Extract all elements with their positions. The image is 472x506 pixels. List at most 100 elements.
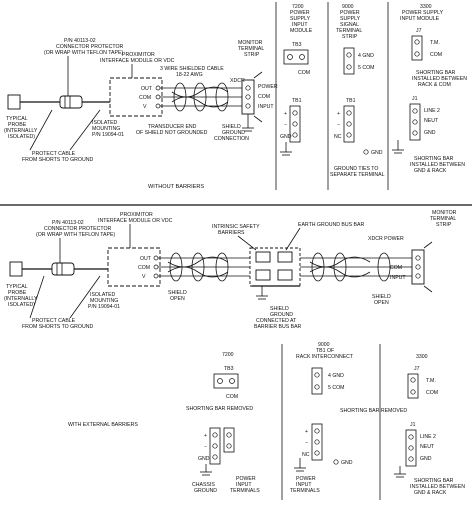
four-gnd-label: 4 GND <box>328 373 344 379</box>
nc-label: NC <box>334 134 342 140</box>
connector-wrap-label: (OR WRAP WITH TEFLON TAPE) <box>36 232 115 238</box>
without-barriers-label: WITHOUT BARRIERS <box>148 184 204 190</box>
pn-connector-label: P/N 40113-02 <box>64 38 96 44</box>
title-supply: SUPPLY <box>290 16 311 22</box>
monitor-label: MONITOR <box>432 210 457 216</box>
proximitor-label: PROXIMITOR <box>120 212 153 218</box>
proximitor-sub-label: INTERFACE MODULE OR VDC <box>98 218 173 224</box>
terminal-v-label: V <box>143 104 147 110</box>
terminal-com-label: COM <box>138 265 150 271</box>
tb1-of-label: TB1 OF <box>316 348 334 354</box>
intrinsic-safety-label: INTRINSIC SAFETY <box>212 224 260 230</box>
intrinsic-safety-barriers <box>249 247 301 300</box>
mounting-pn-label: P/N 19094-01 <box>92 132 124 138</box>
transducer-end-label: TRANSDUCER END <box>148 124 197 130</box>
title-module: MODULE <box>290 28 313 34</box>
input-label: INPUT <box>258 104 274 110</box>
leader-line <box>237 235 257 251</box>
tb3-label: TB3 <box>292 42 302 48</box>
terminal-label: TERMINAL <box>238 46 264 52</box>
module-9000-bottom: 9000 TB1 OF RACK INTERCONNECT 4 GND 5 CO… <box>281 342 354 500</box>
cable-awg-label: 18-22 AWG <box>176 72 203 78</box>
pn-connector-label: P/N 40113-02 <box>52 220 84 226</box>
module-7200-bottom: 7200 TB3 COM SHORTING BAR REMOVED + − GN… <box>186 352 260 494</box>
title-input-module: INPUT MODULE <box>400 16 440 22</box>
open-label: OPEN <box>374 300 389 306</box>
proximitor-sub-label: INTERFACE MODULE OR VDC <box>100 58 175 64</box>
com-label: COM <box>430 52 442 58</box>
installed-between-label: INSTALLED BETWEEN <box>412 76 467 82</box>
gnd-rack-label: GND & RACK <box>414 490 447 496</box>
shorting-bar-label: SHORTING BAR <box>414 156 454 162</box>
minus-sign: − <box>284 122 287 128</box>
typical-label: TYPICAL <box>6 284 28 290</box>
earth-bus-label: EARTH GROUND BUS BAR <box>298 222 364 228</box>
shorting-bar-removed-label: SHORTING BAR REMOVED <box>340 408 407 414</box>
terminal-label: TERMINAL <box>430 216 456 222</box>
minus-sign: − <box>204 444 207 450</box>
plus-sign: + <box>284 111 287 117</box>
protect-cable-label: PROTECT CABLE <box>32 151 76 157</box>
cable-to-monitor <box>300 252 412 282</box>
isolated-mounting-label: ISOLATED <box>92 120 118 126</box>
line2-label: LINE 2 <box>420 434 436 440</box>
com-short-label: COM <box>298 70 310 76</box>
plus-sign: + <box>204 433 207 439</box>
terminal-v-label: V <box>142 274 146 280</box>
mounting-label: MOUNTING <box>90 298 118 304</box>
title-terminal: TERMINAL <box>336 28 362 34</box>
proximitor-box-bottom: OUT COM V <box>107 247 161 287</box>
gnd-label: GND <box>371 150 383 156</box>
leader-line <box>69 275 101 319</box>
title-9000: 9000 <box>342 4 354 10</box>
com-label: COM <box>258 94 270 100</box>
title-strip: STRIP <box>342 34 358 40</box>
com-label: COM <box>390 265 402 271</box>
input-label: INPUT <box>390 275 406 281</box>
input-label: INPUT <box>236 482 252 488</box>
connector-protector-label: CONNECTOR PROTECTOR <box>56 44 124 50</box>
module-3300-top: 3300 POWER SUPPLY INPUT MODULE J7 T.M. C… <box>392 4 467 174</box>
connector-wrap-label: (OR WRAP WITH TEFLON TAPE) <box>44 50 123 56</box>
title-power-supply: POWER SUPPLY <box>402 10 444 16</box>
gnd-label: GND <box>280 134 292 140</box>
shield-not-grounded-label: OF SHIELD NOT GROUNDED <box>136 130 208 136</box>
j7-label: J7 <box>416 28 422 34</box>
neut-label: NEUT <box>420 444 435 450</box>
probe-label: PROBE <box>8 122 27 128</box>
terminal-com-label: COM <box>139 95 151 101</box>
leader-line <box>285 227 301 251</box>
internally-label: (INTERNALLY <box>4 296 38 302</box>
isolated-label: ISOLATED) <box>8 302 35 308</box>
monitor-label: MONITOR <box>238 40 263 46</box>
nc-label: NC <box>302 452 310 458</box>
gnd-label: GND <box>341 460 353 466</box>
j1-label: J1 <box>410 422 416 428</box>
typical-label: TYPICAL <box>6 116 28 122</box>
title-9000: 9000 <box>318 342 330 348</box>
rack-interconnect-label: RACK INTERCONNECT <box>296 354 354 360</box>
shorting-bar-label: SHORTING BAR <box>416 70 456 76</box>
connection-label: CONNECTION <box>214 136 249 142</box>
separate-terminal-label: SEPARATE TERMINAL <box>330 172 385 178</box>
strip-label: STRIP <box>436 222 452 228</box>
probe-label: PROBE <box>8 290 27 296</box>
minus-sign: − <box>337 122 340 128</box>
input-label: INPUT <box>296 482 312 488</box>
shield-label: SHIELD <box>270 306 289 312</box>
mounting-label: MOUNTING <box>92 126 120 132</box>
top-section: P/N 40113-02 CONNECTOR PROTECTOR (OR WRA… <box>4 2 467 190</box>
ground-label: GROUND <box>270 312 293 318</box>
terminal-out-label: OUT <box>141 86 153 92</box>
title-3300: 3300 <box>416 354 428 360</box>
title-7200: 7200 <box>292 4 304 10</box>
shorts-to-ground-label: FROM SHORTS TO GROUND <box>22 157 93 163</box>
shielded-cable <box>160 82 242 112</box>
monitor-terminal-strip <box>241 71 263 132</box>
open-label: OPEN <box>170 296 185 302</box>
shorts-to-ground-label: FROM SHORTS TO GROUND <box>22 324 93 330</box>
five-com-label: 5 COM <box>358 65 374 71</box>
neut-label: NEUT <box>424 118 439 124</box>
proximitor-box: OUT COM V <box>109 77 163 117</box>
